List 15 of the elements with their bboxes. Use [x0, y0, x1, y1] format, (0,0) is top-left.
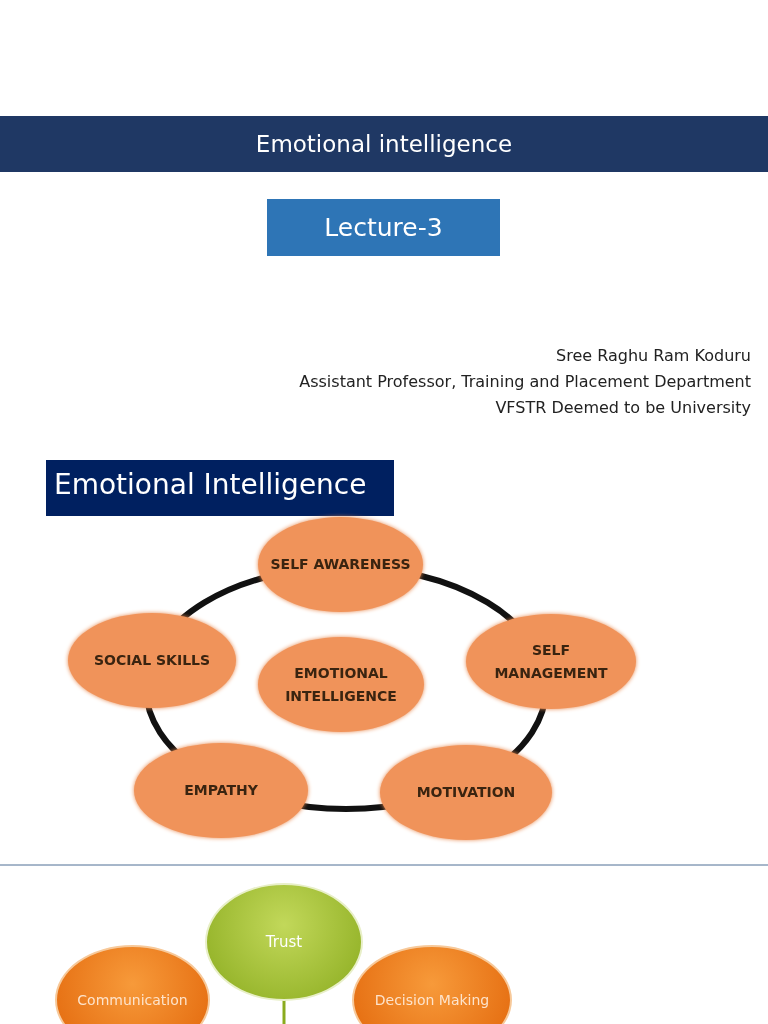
- topic-ellipse: SOCIAL SKILLS: [68, 613, 236, 708]
- topic-ellipse: EMOTIONAL INTELLIGENCE: [258, 637, 424, 732]
- topic-circle: Decision Making: [352, 945, 512, 1024]
- lecture-box: Lecture-3: [267, 199, 500, 256]
- topic-ellipse: SELF MANAGEMENT: [466, 614, 636, 709]
- heading-box: Emotional Intelligence: [46, 460, 394, 516]
- trust-circle: Trust: [205, 883, 363, 1001]
- topic-ellipse: SELF AWARENESS: [258, 517, 423, 612]
- topic-ellipse: EMPATHY: [134, 743, 308, 838]
- author-line: Assistant Professor, Training and Placement Department: [299, 371, 751, 393]
- title-band: Emotional intelligence: [0, 116, 768, 172]
- topic-circle: Communication: [55, 945, 210, 1024]
- topic-ellipse: MOTIVATION: [380, 745, 552, 840]
- author-line: Sree Raghu Ram Koduru: [556, 345, 751, 367]
- author-line: VFSTR Deemed to be University: [495, 397, 751, 419]
